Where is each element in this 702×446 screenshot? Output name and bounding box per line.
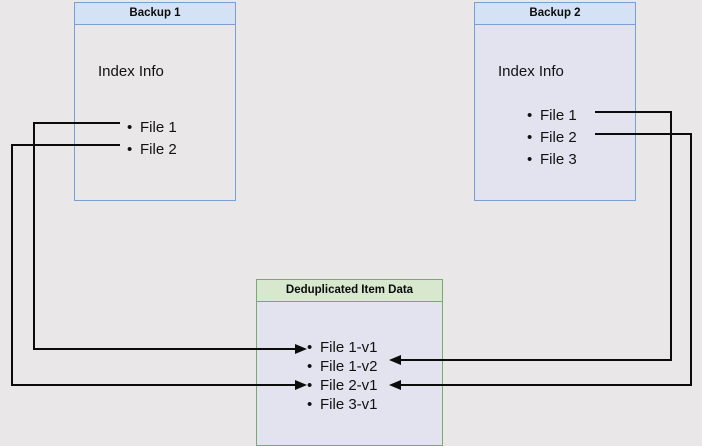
- backup-2-index-info-label: Index Info: [498, 63, 564, 80]
- backup-2-body: Index Info File 1 File 2 File 3: [475, 25, 635, 200]
- backup-1-body: Index Info File 1 File 2: [75, 25, 235, 200]
- backup-2-title: Backup 2: [475, 3, 635, 25]
- dedup-file-list: File 1-v1 File 1-v2 File 2-v1 File 3-v1: [307, 338, 378, 414]
- dedup-file-item[interactable]: File 2-v1: [307, 376, 378, 395]
- backup-2-file-item[interactable]: File 1: [527, 105, 577, 127]
- backup-1-box[interactable]: Backup 1 Index Info File 1 File 2: [74, 2, 236, 201]
- backup-2-file-item[interactable]: File 2: [527, 127, 577, 149]
- backup-2-file-list: File 1 File 2 File 3: [527, 105, 577, 171]
- dedup-file-item[interactable]: File 1-v1: [307, 338, 378, 357]
- backup-1-file-item[interactable]: File 1: [127, 117, 177, 139]
- backup-2-box[interactable]: Backup 2 Index Info File 1 File 2 File 3: [474, 2, 636, 201]
- backup-1-title: Backup 1: [75, 3, 235, 25]
- dedup-file-item[interactable]: File 3-v1: [307, 395, 378, 414]
- dedup-file-item[interactable]: File 1-v2: [307, 357, 378, 376]
- deduplicated-item-data-box[interactable]: Deduplicated Item Data File 1-v1 File 1-…: [256, 279, 443, 446]
- backup-1-index-info-label: Index Info: [98, 63, 164, 80]
- deduplicated-item-data-body: File 1-v1 File 1-v2 File 2-v1 File 3-v1: [257, 302, 442, 445]
- deduplicated-item-data-title: Deduplicated Item Data: [257, 280, 442, 302]
- backup-1-file-list: File 1 File 2: [127, 117, 177, 161]
- backup-1-file-item[interactable]: File 2: [127, 139, 177, 161]
- backup-2-file-item[interactable]: File 3: [527, 149, 577, 171]
